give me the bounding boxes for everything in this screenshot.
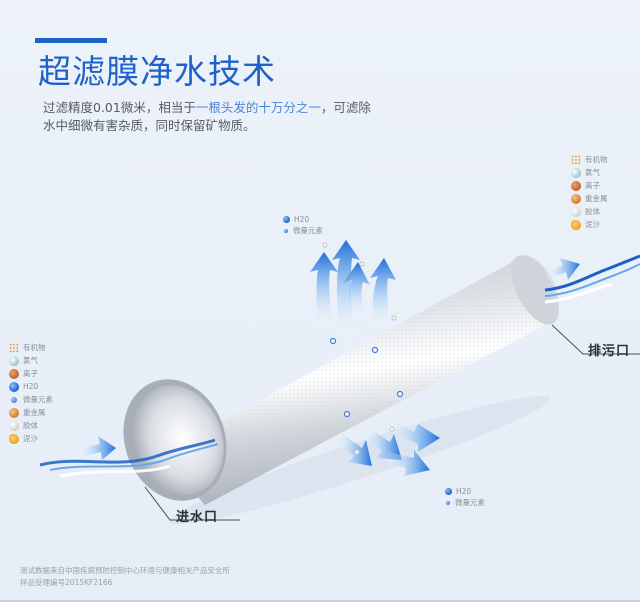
description: 过滤精度0.01微米，相当于一根头发的十万分之一，可滤除水中细微有害杂质，同时保… bbox=[43, 99, 373, 135]
legend-label: 有机物 bbox=[585, 155, 608, 164]
legend-item: 泥沙 bbox=[9, 432, 53, 445]
footnote-sample-id: 样品受理编号2015KF2166 bbox=[20, 578, 113, 587]
sand-icon bbox=[9, 433, 19, 444]
ion-icon bbox=[571, 180, 581, 191]
ion-icon bbox=[9, 368, 19, 379]
footnote-source: 测试数据来自中国疾病预防控制中心环境与健康相关产品安全所 bbox=[20, 566, 230, 575]
legend-item: 氯气 bbox=[571, 166, 608, 179]
description-text-1: 过滤精度0.01微米，相当于 bbox=[43, 100, 196, 115]
chlorine-icon bbox=[9, 355, 19, 366]
legend-item: 氯气 bbox=[9, 354, 53, 367]
organic-icon bbox=[571, 154, 581, 165]
legend-item: 有机物 bbox=[9, 341, 53, 354]
page-title: 超滤膜净水技术 bbox=[38, 52, 276, 91]
legend-item: 胶体 bbox=[571, 205, 608, 218]
legend-item: H20 bbox=[283, 214, 323, 225]
legend-item: 重金属 bbox=[9, 406, 53, 419]
colloid-icon bbox=[9, 420, 19, 431]
outlet-water-stream bbox=[544, 254, 640, 304]
legend-label: 微量元素 bbox=[293, 226, 323, 235]
legend-label: 微量元素 bbox=[23, 395, 53, 404]
trace-element-icon bbox=[446, 500, 450, 505]
title-accent-bar bbox=[35, 38, 107, 43]
h2o-icon bbox=[283, 216, 290, 223]
heavy-metal-icon bbox=[9, 407, 19, 418]
filtered-output-legend-top: H20 微量元素 bbox=[283, 214, 323, 236]
filtered-water-arrows-up bbox=[310, 240, 396, 340]
bottom-divider bbox=[0, 600, 640, 602]
outlet-callout-line bbox=[551, 324, 640, 355]
legend-item: 重金属 bbox=[571, 192, 608, 205]
legend-label: 泥沙 bbox=[585, 220, 600, 229]
legend-item: 微量元素 bbox=[283, 225, 323, 236]
legend-label: 胶体 bbox=[585, 207, 600, 216]
filtered-output-legend-bottom: H20 微量元素 bbox=[445, 486, 485, 508]
legend-label: 离子 bbox=[23, 369, 38, 378]
legend-label: 重金属 bbox=[585, 194, 608, 203]
legend-item: 离子 bbox=[9, 367, 53, 380]
legend-label: 有机物 bbox=[23, 343, 46, 352]
h2o-icon bbox=[9, 381, 19, 392]
legend-item: 离子 bbox=[571, 179, 608, 192]
inlet-water-stream bbox=[39, 436, 219, 478]
chlorine-icon bbox=[571, 167, 581, 178]
h2o-icon bbox=[445, 488, 452, 495]
legend-label: H20 bbox=[294, 215, 310, 224]
colloid-icon bbox=[571, 206, 581, 217]
legend-label: 泥沙 bbox=[23, 434, 38, 443]
filtered-water-arrows-down bbox=[334, 420, 440, 476]
legend-label: 离子 bbox=[585, 181, 600, 190]
legend-label: 胶体 bbox=[23, 421, 38, 430]
footnote: 测试数据来自中国疾病预防控制中心环境与健康相关产品安全所 样品受理编号2015K… bbox=[20, 565, 230, 589]
legend-label: 氯气 bbox=[585, 168, 600, 177]
inlet-label: 进水口 bbox=[176, 510, 219, 525]
legend-label: 微量元素 bbox=[455, 498, 485, 507]
heavy-metal-icon bbox=[571, 193, 581, 204]
legend-item: H20 bbox=[445, 486, 485, 497]
trace-element-icon bbox=[11, 396, 17, 403]
legend-label: H20 bbox=[23, 382, 39, 391]
legend-item: 泥沙 bbox=[571, 218, 608, 231]
outlet-label: 排污口 bbox=[588, 344, 631, 359]
legend-label: 重金属 bbox=[23, 408, 46, 417]
legend-label: H20 bbox=[456, 487, 472, 496]
legend-item: 胶体 bbox=[9, 419, 53, 432]
legend-item: H20 bbox=[9, 380, 53, 393]
outlet-contaminants-legend: 有机物 氯气 离子 重金属 胶体 泥沙 bbox=[571, 153, 608, 231]
legend-item: 有机物 bbox=[571, 153, 608, 166]
legend-label: 氯气 bbox=[23, 356, 38, 365]
description-highlight: 一根头发的十万分之一 bbox=[195, 100, 321, 115]
inlet-callout-line bbox=[144, 486, 240, 521]
legend-item: 微量元素 bbox=[445, 497, 485, 508]
water-droplets bbox=[322, 242, 404, 455]
description-text-2: ，可滤除水中细微有害杂质，同时保留矿物质。 bbox=[43, 100, 371, 133]
inlet-contaminants-legend: 有机物 氯气 离子 H20 微量元素 重金属 胶体 泥沙 bbox=[9, 341, 53, 445]
organic-icon bbox=[9, 342, 19, 353]
sand-icon bbox=[571, 219, 581, 230]
trace-element-icon bbox=[284, 228, 288, 233]
legend-item: 微量元素 bbox=[9, 393, 53, 406]
